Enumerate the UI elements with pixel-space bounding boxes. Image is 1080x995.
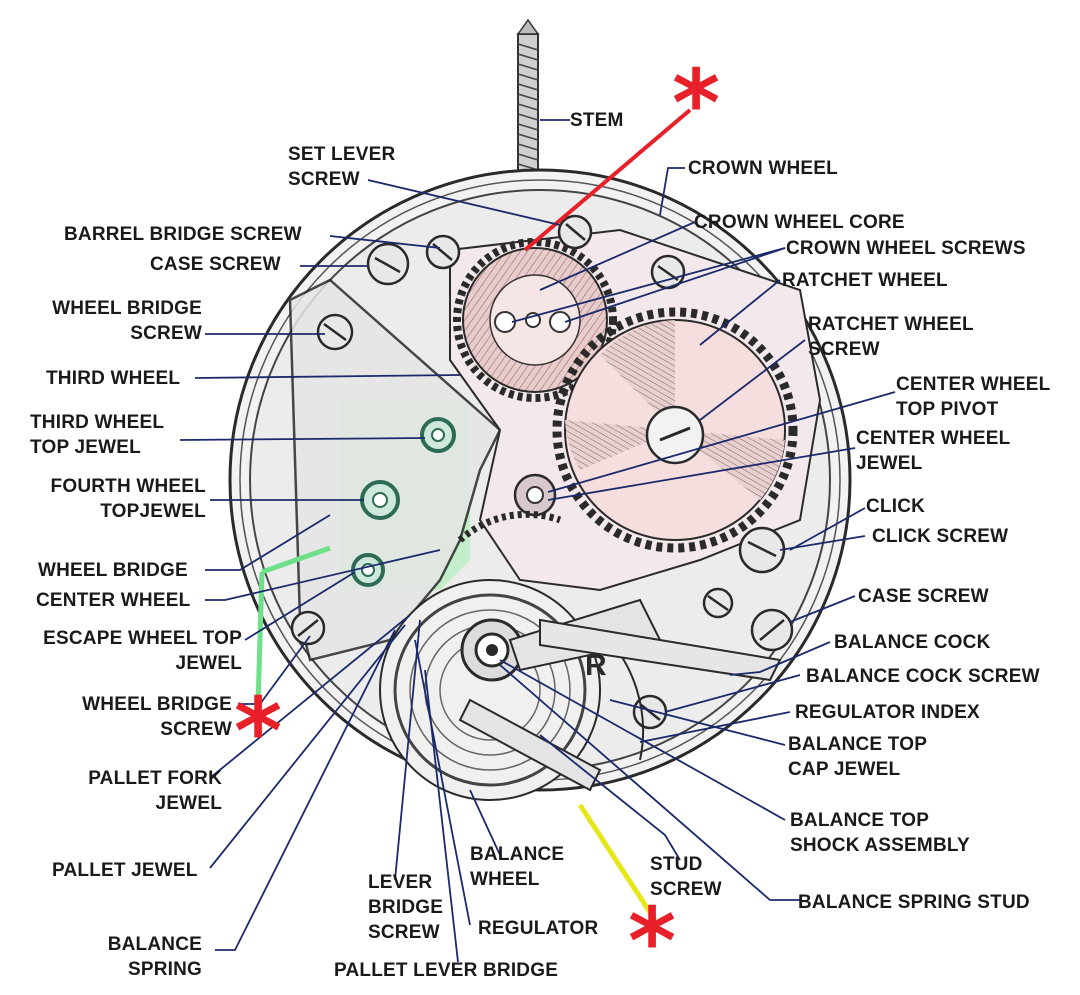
label-center-wheel: CENTER WHEEL [36, 590, 191, 611]
label-click-screw: CLICK SCREW [872, 526, 1009, 547]
green-marker-line [255, 545, 331, 706]
leader-lines [179, 119, 896, 963]
label-balance-wheel: BALANCE WHEEL [470, 844, 565, 890]
label-case-screw-right: CASE SCREW [858, 586, 989, 607]
label-pallet-fork-jewel: PALLET FORK JEWEL [88, 768, 222, 814]
label-regulator: REGULATOR [478, 918, 599, 939]
label-third-wheel: THIRD WHEEL [46, 368, 181, 389]
label-stud-screw: STUD SCREW [650, 854, 722, 900]
label-wheel-bridge-screw-top: WHEEL BRIDGE SCREW [52, 298, 202, 344]
label-wheel-bridge: WHEEL BRIDGE [38, 560, 188, 581]
marker-asterisk-left: * [234, 678, 283, 785]
label-escape-wheel-top-jewel: ESCAPE WHEEL TOP JEWEL [43, 628, 242, 674]
crown-wheel-part [453, 238, 617, 402]
label-center-wheel-jewel: CENTER WHEEL JEWEL [856, 428, 1011, 474]
label-balance-cock-screw: BALANCE COCK SCREW [806, 666, 1040, 687]
label-crown-wheel-screws: CROWN WHEEL SCREWS [786, 238, 1026, 259]
balance-cock-part [539, 618, 782, 682]
label-case-screw-left: CASE SCREW [150, 254, 281, 275]
label-center-wheel-top-pivot: CENTER WHEEL TOP PIVOT [896, 374, 1051, 420]
stem-part [516, 18, 540, 205]
label-ratchet-wheel-screw: RATCHET WHEEL SCREW [808, 314, 974, 360]
label-lever-bridge-screw: LEVER BRIDGE SCREW [368, 872, 444, 943]
label-set-lever-screw: SET LEVER SCREW [288, 144, 396, 190]
label-fourth-wheel-top-jewel: FOURTH WHEEL TOPJEWEL [50, 476, 206, 522]
label-regulator-index: REGULATOR INDEX [795, 702, 980, 723]
label-balance-spring-stud: BALANCE SPRING STUD [798, 892, 1030, 913]
label-ratchet-wheel: RATCHET WHEEL [782, 270, 948, 291]
label-stem: STEM [570, 110, 624, 131]
regulator-mark: R [585, 649, 607, 682]
label-pallet-jewel: PALLET JEWEL [52, 860, 198, 881]
label-balance-spring: BALANCE SPRING [107, 934, 202, 980]
label-crown-wheel-core: CROWN WHEEL CORE [694, 212, 905, 233]
ratchet-wheel-part [552, 307, 798, 553]
label-balance-cock: BALANCE COCK [834, 632, 991, 653]
label-click: CLICK [866, 496, 926, 517]
center-wheel-pivot-part [513, 473, 557, 517]
marker-asterisk-top: * [672, 50, 721, 157]
marker-asterisk-bottom: * [628, 888, 677, 995]
label-third-wheel-top-jewel: THIRD WHEEL TOP JEWEL [30, 412, 165, 458]
yellow-marker-line [577, 803, 658, 922]
red-marker-line [523, 108, 692, 252]
label-crown-wheel: CROWN WHEEL [688, 158, 838, 179]
label-barrel-bridge-screw: BARREL BRIDGE SCREW [64, 224, 302, 245]
label-balance-top-shock-assembly: BALANCE TOP SHOCK ASSEMBLY [790, 810, 970, 856]
label-wheel-bridge-screw-bottom: WHEEL BRIDGE SCREW [82, 694, 232, 740]
label-pallet-lever-bridge: PALLET LEVER BRIDGE [334, 960, 559, 981]
label-balance-top-cap-jewel: BALANCE TOP CAP JEWEL [788, 734, 928, 780]
jewels [351, 417, 456, 587]
